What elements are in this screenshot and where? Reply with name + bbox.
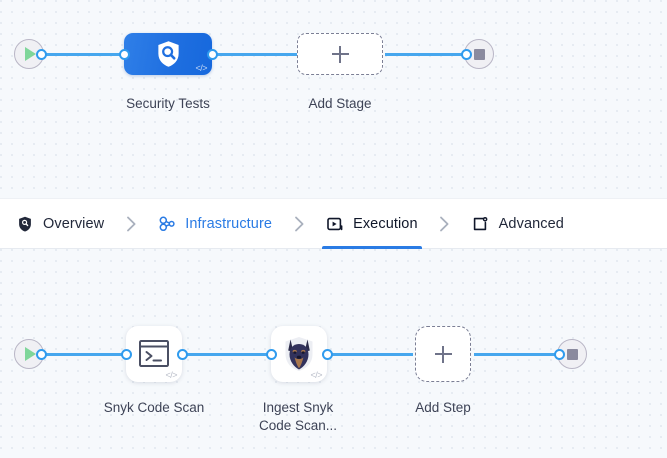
play-icon [25,47,36,61]
add-stage-label: Add Stage [308,96,372,111]
wire-add-step-to-end [474,353,560,356]
stage-label-security-tests: Security Tests [126,96,210,111]
wire-add-stage-to-end [385,53,475,56]
execution-steps-canvas[interactable]: </> Snyk Code Scan [0,249,667,458]
add-step-label: Add Step [415,400,471,415]
play-icon [25,347,36,361]
stop-icon [566,348,578,360]
wire-start-to-step1 [40,353,132,356]
tab-execution-label: Execution [353,215,418,232]
pipeline-section-tabs[interactable]: Overview Infrastructure [0,198,667,249]
steps-end-input-port[interactable] [554,349,565,360]
step-2-output-port[interactable] [322,349,333,360]
step-card-1[interactable]: </> [126,326,182,382]
stop-icon [473,48,485,60]
execution-play-box-icon [326,215,344,233]
tab-overview-label: Overview [43,215,105,232]
chevron-right-icon-3 [422,198,468,249]
terminal-icon [139,340,169,367]
stage-input-port[interactable] [119,49,130,60]
stage-pipeline-canvas[interactable]: </> Security Tests Add Stage [0,0,667,198]
step-node-ingest-snyk-code-scan[interactable]: </> [271,326,327,382]
step-1-output-port[interactable] [177,349,188,360]
chevron-right-icon-2 [276,198,322,249]
wire-start-to-stage [40,53,132,56]
shield-icon [16,215,34,233]
end-node-input-port[interactable] [461,49,472,60]
step-card-2[interactable]: </> [271,326,327,382]
stage-output-port[interactable] [207,49,218,60]
step-1-code-badge: </> [165,370,177,380]
wire-stage-to-add-stage [210,53,302,56]
steps-end-endpoint[interactable] [557,339,587,369]
end-endpoint[interactable] [464,39,494,69]
step-2-code-badge: </> [310,370,322,380]
step-node-snyk-code-scan[interactable]: </> [126,326,182,382]
snyk-doberman-icon [285,337,313,371]
pipeline-end-node[interactable] [464,39,494,69]
tab-advanced[interactable]: Advanced [468,198,568,249]
tab-infrastructure-label: Infrastructure [185,215,273,232]
advanced-gear-window-icon [472,215,490,233]
step-1-label: Snyk Code Scan [103,400,205,415]
wire-step2-to-add-step [331,353,413,356]
wire-step1-to-step2 [182,353,276,356]
steps-end-node[interactable] [557,339,587,369]
plus-icon [331,45,349,63]
add-stage-button[interactable] [297,33,383,75]
start-node-output-port[interactable] [36,49,47,60]
step-2-input-port[interactable] [266,349,277,360]
tab-advanced-label: Advanced [498,215,564,232]
stage-card[interactable]: </> [124,33,212,75]
step-1-input-port[interactable] [121,349,132,360]
chevron-right-icon [108,198,154,249]
stage-node-security-tests[interactable]: </> [124,33,212,75]
stage-code-badge: </> [195,63,207,73]
shield-search-icon [157,41,179,67]
tab-execution[interactable]: Execution [322,198,422,249]
step-2-label: Ingest Snyk Code Scan... [258,400,338,433]
tab-overview[interactable]: Overview [12,198,108,249]
plus-icon [434,345,452,363]
add-step-node[interactable] [415,326,471,382]
add-step-button[interactable] [415,326,471,382]
infrastructure-nodes-icon [158,215,176,233]
tab-infrastructure[interactable]: Infrastructure [154,198,276,249]
add-stage-node[interactable] [297,33,383,75]
steps-start-output-port[interactable] [36,349,47,360]
